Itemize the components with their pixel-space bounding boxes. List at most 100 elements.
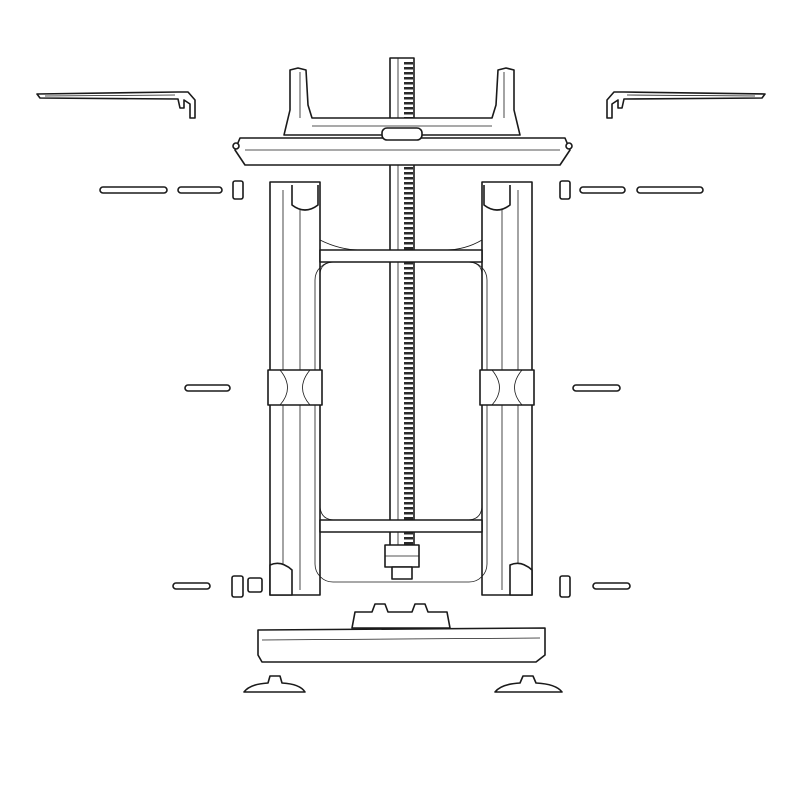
rack-tooth	[404, 342, 413, 345]
rack-tooth	[404, 442, 413, 445]
rack-tooth	[404, 67, 413, 70]
pin-set	[99, 180, 704, 598]
pin	[177, 186, 223, 194]
rack-tooth	[404, 322, 413, 325]
rack-tooth	[404, 467, 413, 470]
rack-tooth	[404, 307, 413, 310]
rack-tooth	[404, 382, 413, 385]
rack-tooth	[404, 542, 413, 545]
rack-tooth	[404, 287, 413, 290]
rack-tooth	[404, 212, 413, 215]
rack-tooth	[404, 222, 413, 225]
top-right-rail	[606, 91, 766, 119]
rack-tooth	[404, 387, 413, 390]
rack-tooth	[404, 272, 413, 275]
rack-tooth	[404, 102, 413, 105]
left-foot	[243, 675, 306, 693]
rack-tooth	[404, 267, 413, 270]
spacer	[559, 575, 571, 598]
pin	[572, 384, 621, 392]
rack-tooth	[404, 512, 413, 515]
rack-tooth	[404, 492, 413, 495]
rack-tooth	[404, 62, 413, 65]
rack-tooth	[404, 277, 413, 280]
rack-tooth	[404, 537, 413, 540]
rack-tooth	[404, 457, 413, 460]
rack-tooth	[404, 107, 413, 110]
rack-tooth	[404, 532, 413, 535]
main-frame	[267, 181, 535, 596]
rack-tooth	[404, 297, 413, 300]
rack-tooth	[404, 327, 413, 330]
rack-tooth	[404, 217, 413, 220]
rack-tooth	[404, 187, 413, 190]
rack-tooth	[404, 357, 413, 360]
rack-tooth	[404, 292, 413, 295]
rack-tooth	[404, 417, 413, 420]
rack-tooth	[404, 202, 413, 205]
rack-tooth	[404, 412, 413, 415]
rack-tooth	[404, 282, 413, 285]
pin	[172, 582, 211, 590]
rack-tooth	[404, 517, 413, 520]
rack-tooth	[404, 227, 413, 230]
rack-tooth	[404, 352, 413, 355]
rack-tooth	[404, 92, 413, 95]
rack-tooth	[404, 402, 413, 405]
rack-tooth	[404, 192, 413, 195]
pin	[99, 186, 168, 194]
rack-tooth	[404, 497, 413, 500]
rack-tooth	[404, 432, 413, 435]
rack-tooth	[404, 482, 413, 485]
top-left-rail	[36, 91, 196, 119]
rack-tooth	[404, 87, 413, 90]
rack-tooth	[404, 167, 413, 170]
base-plate	[257, 603, 546, 663]
rack-tooth	[404, 397, 413, 400]
rack-tooth	[404, 337, 413, 340]
rack-tooth	[404, 197, 413, 200]
rack-tooth	[404, 462, 413, 465]
rack-tooth	[404, 347, 413, 350]
spacer	[231, 575, 244, 598]
rack-tooth	[404, 377, 413, 380]
rack-tooth	[404, 247, 413, 250]
rack-tooth	[404, 447, 413, 450]
rack-tooth	[404, 502, 413, 505]
rack-tooth	[404, 112, 413, 115]
rack-tooth	[404, 422, 413, 425]
spacer	[247, 577, 263, 593]
rack-tooth	[404, 367, 413, 370]
rack-tooth	[404, 487, 413, 490]
rack-tooth	[404, 392, 413, 395]
rack-tooth	[404, 507, 413, 510]
spacer	[232, 180, 244, 200]
rod-clamp	[384, 544, 420, 580]
rack-tooth	[404, 237, 413, 240]
rack-tooth	[404, 172, 413, 175]
rack-tooth	[404, 362, 413, 365]
top-handle-bar	[232, 67, 573, 166]
rack-tooth	[404, 372, 413, 375]
rack-tooth	[404, 427, 413, 430]
rack-tooth	[404, 262, 413, 265]
rack-tooth	[404, 407, 413, 410]
rack-tooth	[404, 232, 413, 235]
rack-tooth	[404, 207, 413, 210]
rack-tooth	[404, 472, 413, 475]
rack-tooth	[404, 97, 413, 100]
rack-tooth	[404, 332, 413, 335]
right-foot	[494, 675, 563, 693]
rack-tooth	[404, 177, 413, 180]
rack-tooth	[404, 452, 413, 455]
rack-tooth	[404, 477, 413, 480]
rack-tooth	[404, 317, 413, 320]
rack-tooth	[404, 72, 413, 75]
rack-tooth	[404, 312, 413, 315]
spacer	[559, 180, 571, 200]
rack-tooth	[404, 182, 413, 185]
pin	[184, 384, 231, 392]
pin	[579, 186, 626, 194]
rack-tooth	[404, 82, 413, 85]
